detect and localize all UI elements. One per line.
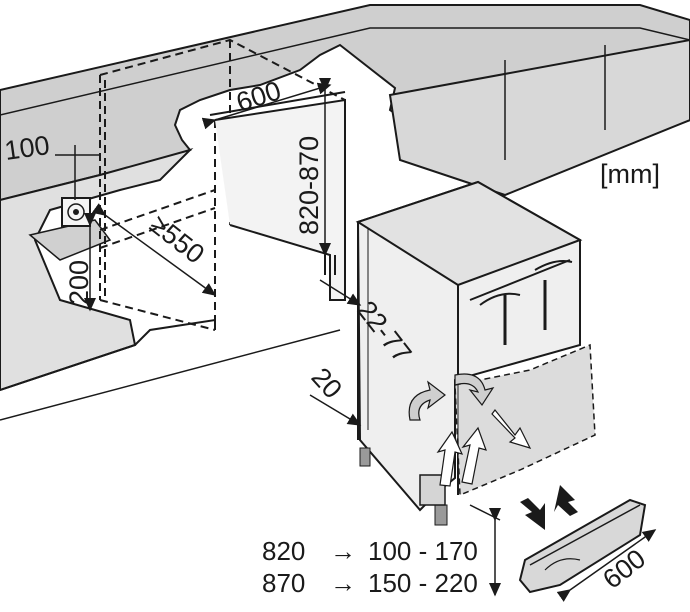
dim-socket-height: 200 xyxy=(64,260,94,305)
units-label: [mm] xyxy=(600,159,660,189)
table-row-2-plinth: 150 - 220 xyxy=(368,568,478,598)
countertop xyxy=(0,4,690,202)
plinth-move-arrows xyxy=(520,485,578,530)
table-row-2-arrow: → xyxy=(330,568,356,598)
dim-plinth-offset: 20 xyxy=(306,362,348,404)
plinth-area xyxy=(454,343,596,497)
dim-niche-height: 820-870 xyxy=(294,136,324,235)
dim-niche-depth: ≥550 xyxy=(144,209,210,270)
power-socket xyxy=(61,197,91,227)
airflow-arrows xyxy=(408,373,532,487)
table-row-1-niche: 820 xyxy=(262,536,305,566)
table-row-1-plinth: 100 - 170 xyxy=(368,536,478,566)
appliance-body xyxy=(355,180,583,526)
dimension-lines xyxy=(55,78,657,602)
dim-socket-side: 100 xyxy=(3,130,52,166)
plinth-height-table: 820 → 100 - 170 870 → 150 - 220 xyxy=(262,536,478,598)
table-row-1-arrow: → xyxy=(330,536,356,566)
table-row-2-niche: 870 xyxy=(262,568,305,598)
